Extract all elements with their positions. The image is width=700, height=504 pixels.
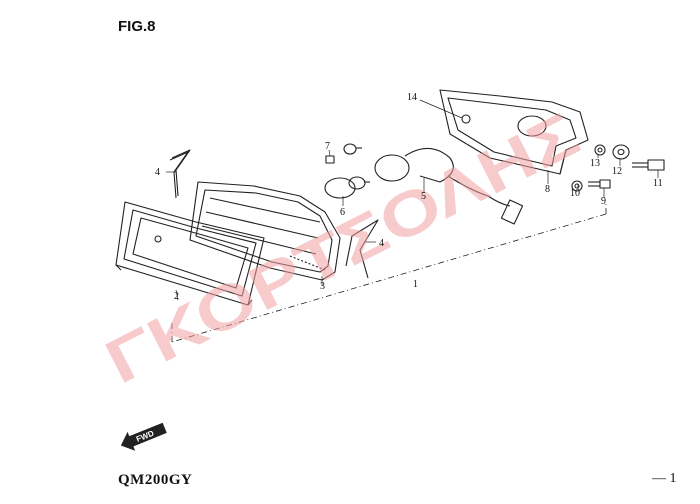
figure-title: FIG.8 — [118, 18, 156, 35]
bulb-socket-harness — [374, 147, 524, 225]
callout-2: 2 — [174, 291, 179, 302]
callout-3: 3 — [320, 281, 325, 292]
headlight-bulb — [324, 176, 370, 199]
callout-10: 10 — [570, 188, 580, 199]
clip-upper-inner — [169, 151, 189, 199]
headlight-lens-unit — [189, 181, 341, 281]
callout-14: 14 — [407, 92, 417, 103]
callout-13: 13 — [590, 158, 600, 169]
callout-5: 5 — [421, 191, 426, 202]
fwd-arrow-icon: FWD — [120, 422, 167, 451]
assembly-dash-line — [171, 204, 607, 343]
callout-6: 6 — [340, 207, 345, 218]
page-number: — 1 — [652, 471, 677, 486]
clip-upper — [171, 149, 191, 197]
callout-7: 7 — [325, 141, 330, 152]
headlight-housing-case — [439, 89, 589, 175]
callout-1: 1 — [413, 279, 418, 290]
position-bulb — [325, 143, 362, 164]
watermark-text: ΓΚΟΡΤΣΟΛΗΣ — [95, 100, 590, 398]
washer-large — [612, 144, 630, 160]
clip-lower — [345, 219, 379, 279]
callout-9: 9 — [601, 196, 606, 207]
collar-small — [594, 144, 606, 156]
washer-small — [571, 180, 583, 192]
callout-4-lower: 4 — [379, 238, 384, 249]
bolt-short — [588, 179, 611, 189]
callout-4-upper: 4 — [155, 167, 160, 178]
model-code: QM200GY — [118, 472, 193, 488]
callout-12: 12 — [612, 166, 622, 177]
headlight-front-frame — [115, 201, 265, 306]
callout-11: 11 — [653, 178, 663, 189]
bolt-long — [632, 159, 665, 171]
callout-8: 8 — [545, 184, 550, 195]
